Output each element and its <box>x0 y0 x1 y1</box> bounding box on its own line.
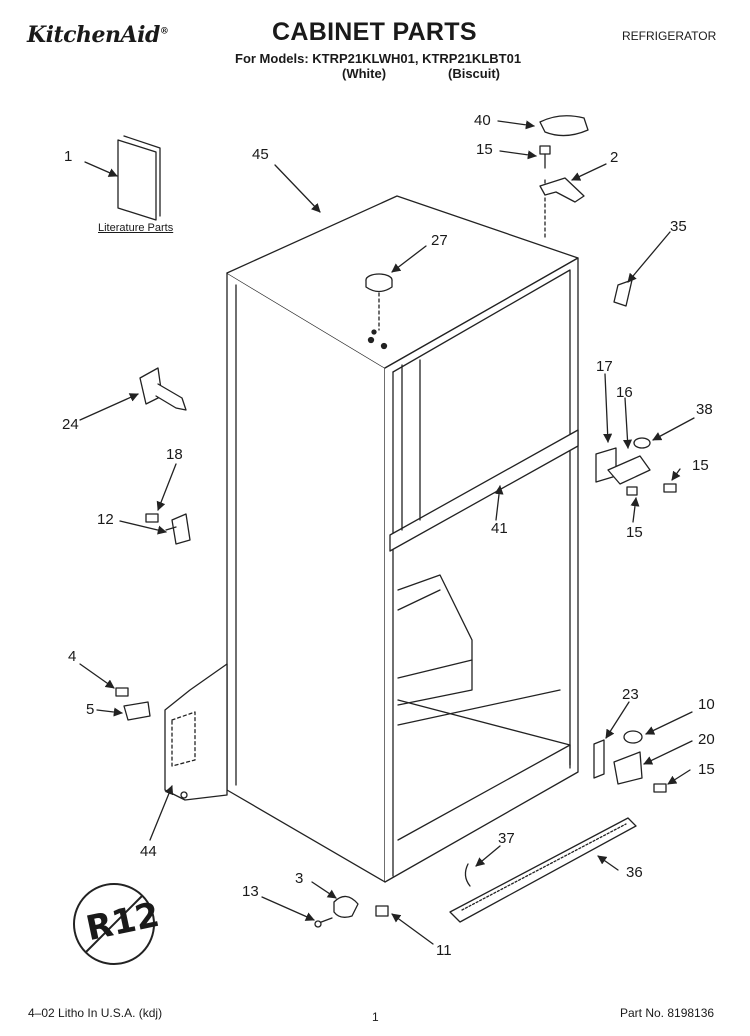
callout-17: 17 <box>596 358 613 375</box>
shim-23 <box>593 739 605 779</box>
brand-logo: KitchenAid® <box>27 22 169 48</box>
callout-45: 45 <box>252 146 269 163</box>
middle-hinge-17 <box>595 447 617 483</box>
callout-13: 13 <box>242 883 259 900</box>
callout-15-bottom: 15 <box>698 761 715 778</box>
callout-3: 3 <box>295 870 304 887</box>
callout-10: 10 <box>698 696 715 713</box>
screw-4 <box>115 687 129 697</box>
callout-5: 5 <box>86 701 95 718</box>
leader-lines <box>79 120 695 945</box>
callout-4: 4 <box>68 648 77 665</box>
callout-18: 18 <box>166 446 183 463</box>
cabinet-shell <box>226 195 579 883</box>
top-hinge-2 <box>539 177 585 203</box>
leveling-leg-3 <box>333 895 359 918</box>
bracket-44 <box>164 663 228 801</box>
screw-15-top <box>539 145 551 241</box>
callout-27: 27 <box>431 232 448 249</box>
callout-35: 35 <box>670 218 687 235</box>
callout-24: 24 <box>62 416 79 433</box>
models-line: For Models: KTRP21KLWH01, KTRP21KLBT01 <box>235 51 522 66</box>
callout-40: 40 <box>474 112 491 129</box>
callout-11: 11 <box>436 942 452 959</box>
clip-37 <box>464 863 471 887</box>
hinge-cap-40 <box>539 115 589 137</box>
callout-16: 16 <box>616 384 633 401</box>
callout-15-top: 15 <box>476 141 493 158</box>
screw-11 <box>375 905 389 917</box>
page-title: CABINET PARTS <box>272 18 477 46</box>
callout-38: 38 <box>696 401 713 418</box>
plug-27 <box>365 273 393 293</box>
screw-15-bottom <box>653 783 667 793</box>
screw-18 <box>145 513 159 523</box>
literature-booklet <box>117 135 161 221</box>
bottom-hinge-20 <box>613 751 643 785</box>
literature-parts-label: Literature Parts <box>98 222 174 234</box>
callout-23: 23 <box>622 686 639 703</box>
callout-41: 41 <box>491 520 508 537</box>
toe-grille-36 <box>449 817 637 923</box>
callout-15-middle: 15 <box>626 524 643 541</box>
callout-20: 20 <box>698 731 715 748</box>
bracket-35 <box>613 279 633 307</box>
footer-litho: 4–02 Litho In U.S.A. (kdj) <box>28 1006 163 1020</box>
callout-2: 2 <box>610 149 619 166</box>
callout-44: 44 <box>140 843 157 860</box>
callout-36: 36 <box>626 864 643 881</box>
callout-15-right: 15 <box>692 457 709 474</box>
callout-37: 37 <box>498 830 515 847</box>
washer-38 <box>633 437 651 449</box>
variant-white: (White) <box>342 66 387 81</box>
callout-1: 1 <box>64 148 73 165</box>
hinge-12 <box>165 513 191 545</box>
bushing-10 <box>623 730 643 744</box>
callout-12: 12 <box>97 511 114 528</box>
middle-hinge-16 <box>607 455 651 485</box>
footer-part-number: Part No. 8198136 <box>620 1006 715 1020</box>
variant-biscuit: (Biscuit) <box>448 66 500 81</box>
appliance-category: REFRIGERATOR <box>622 29 717 43</box>
clip-5 <box>123 701 151 721</box>
screw-13 <box>314 917 333 928</box>
refrigerant-badge <box>73 883 155 965</box>
screw-15-middle <box>626 483 677 496</box>
part-24 <box>139 367 187 411</box>
footer-page-number: 1 <box>372 1010 379 1024</box>
